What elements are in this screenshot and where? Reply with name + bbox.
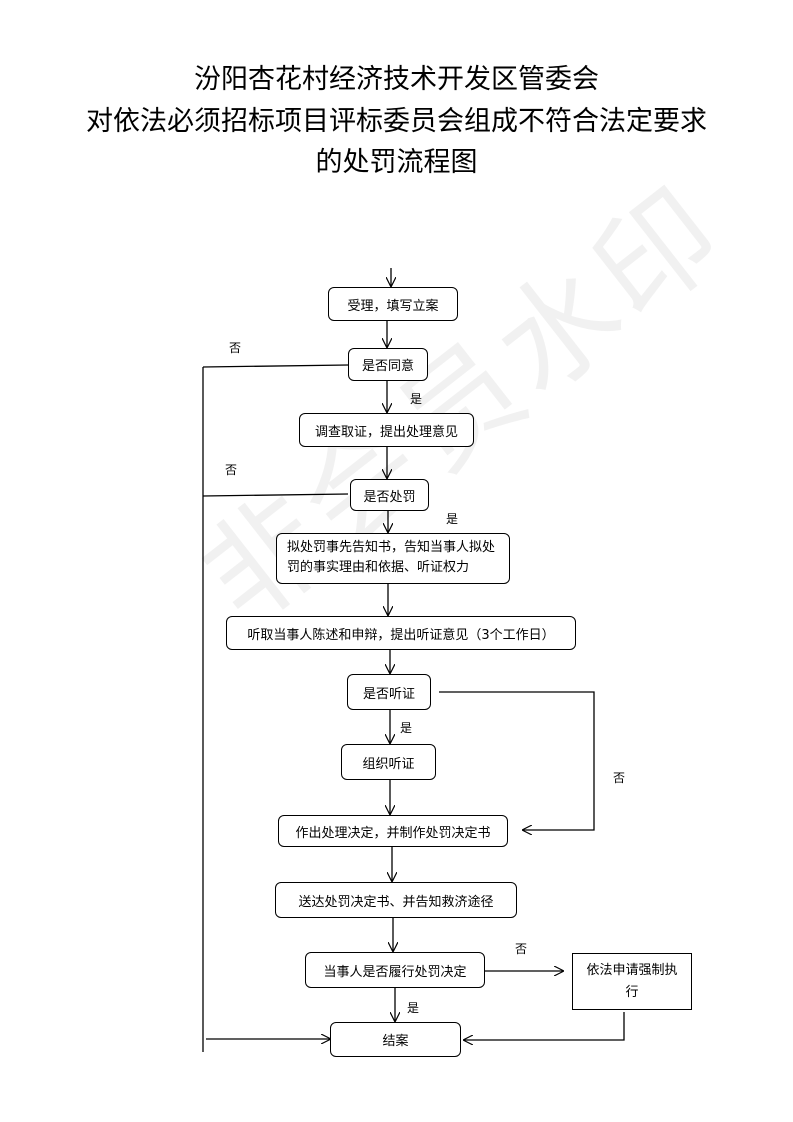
- organize-hearing-box: 组织听证: [341, 744, 436, 780]
- yes-label-hearing: 是: [400, 721, 413, 735]
- title-line-2: 对依法必须招标项目评标委员会组成不符合法定要求: [86, 106, 707, 137]
- enforce-box: 依法申请强制执行: [572, 953, 692, 1010]
- no-label-comply: 否: [515, 942, 528, 956]
- no-label-hearing: 否: [613, 771, 626, 785]
- statement-hearing-opinion-box: 听取当事人陈述和申辩，提出听证意见（3个工作日）: [226, 616, 576, 650]
- close-case-box: 结案: [330, 1022, 461, 1057]
- hearing-decision-box: 是否听证: [347, 674, 431, 710]
- yes-label-punish: 是: [446, 512, 459, 526]
- no-label-agree: 否: [229, 341, 242, 355]
- title-line-3: 的处罚流程图: [315, 147, 478, 178]
- title-line-1: 汾阳杏花村经济技术开发区管委会: [194, 64, 599, 95]
- comply-decision-box: 当事人是否履行处罚决定: [305, 952, 485, 988]
- punish-decision-box: 是否处罚: [350, 479, 429, 511]
- deliver-decision-box: 送达处罚决定书、并告知救济途径: [275, 882, 517, 918]
- agree-decision-box: 是否同意: [348, 348, 428, 381]
- yes-label-comply: 是: [407, 1001, 420, 1015]
- no-label-punish: 否: [225, 463, 238, 477]
- yes-label-agree: 是: [410, 392, 423, 406]
- make-decision-box: 作出处理决定，并制作处罚决定书: [278, 815, 508, 847]
- prior-notice-box: 拟处罚事先告知书，告知当事人拟处罚的事实理由和依据、听证权力: [276, 533, 510, 584]
- investigate-box: 调查取证，提出处理意见: [299, 413, 474, 447]
- accept-case-box: 受理，填写立案: [328, 287, 458, 321]
